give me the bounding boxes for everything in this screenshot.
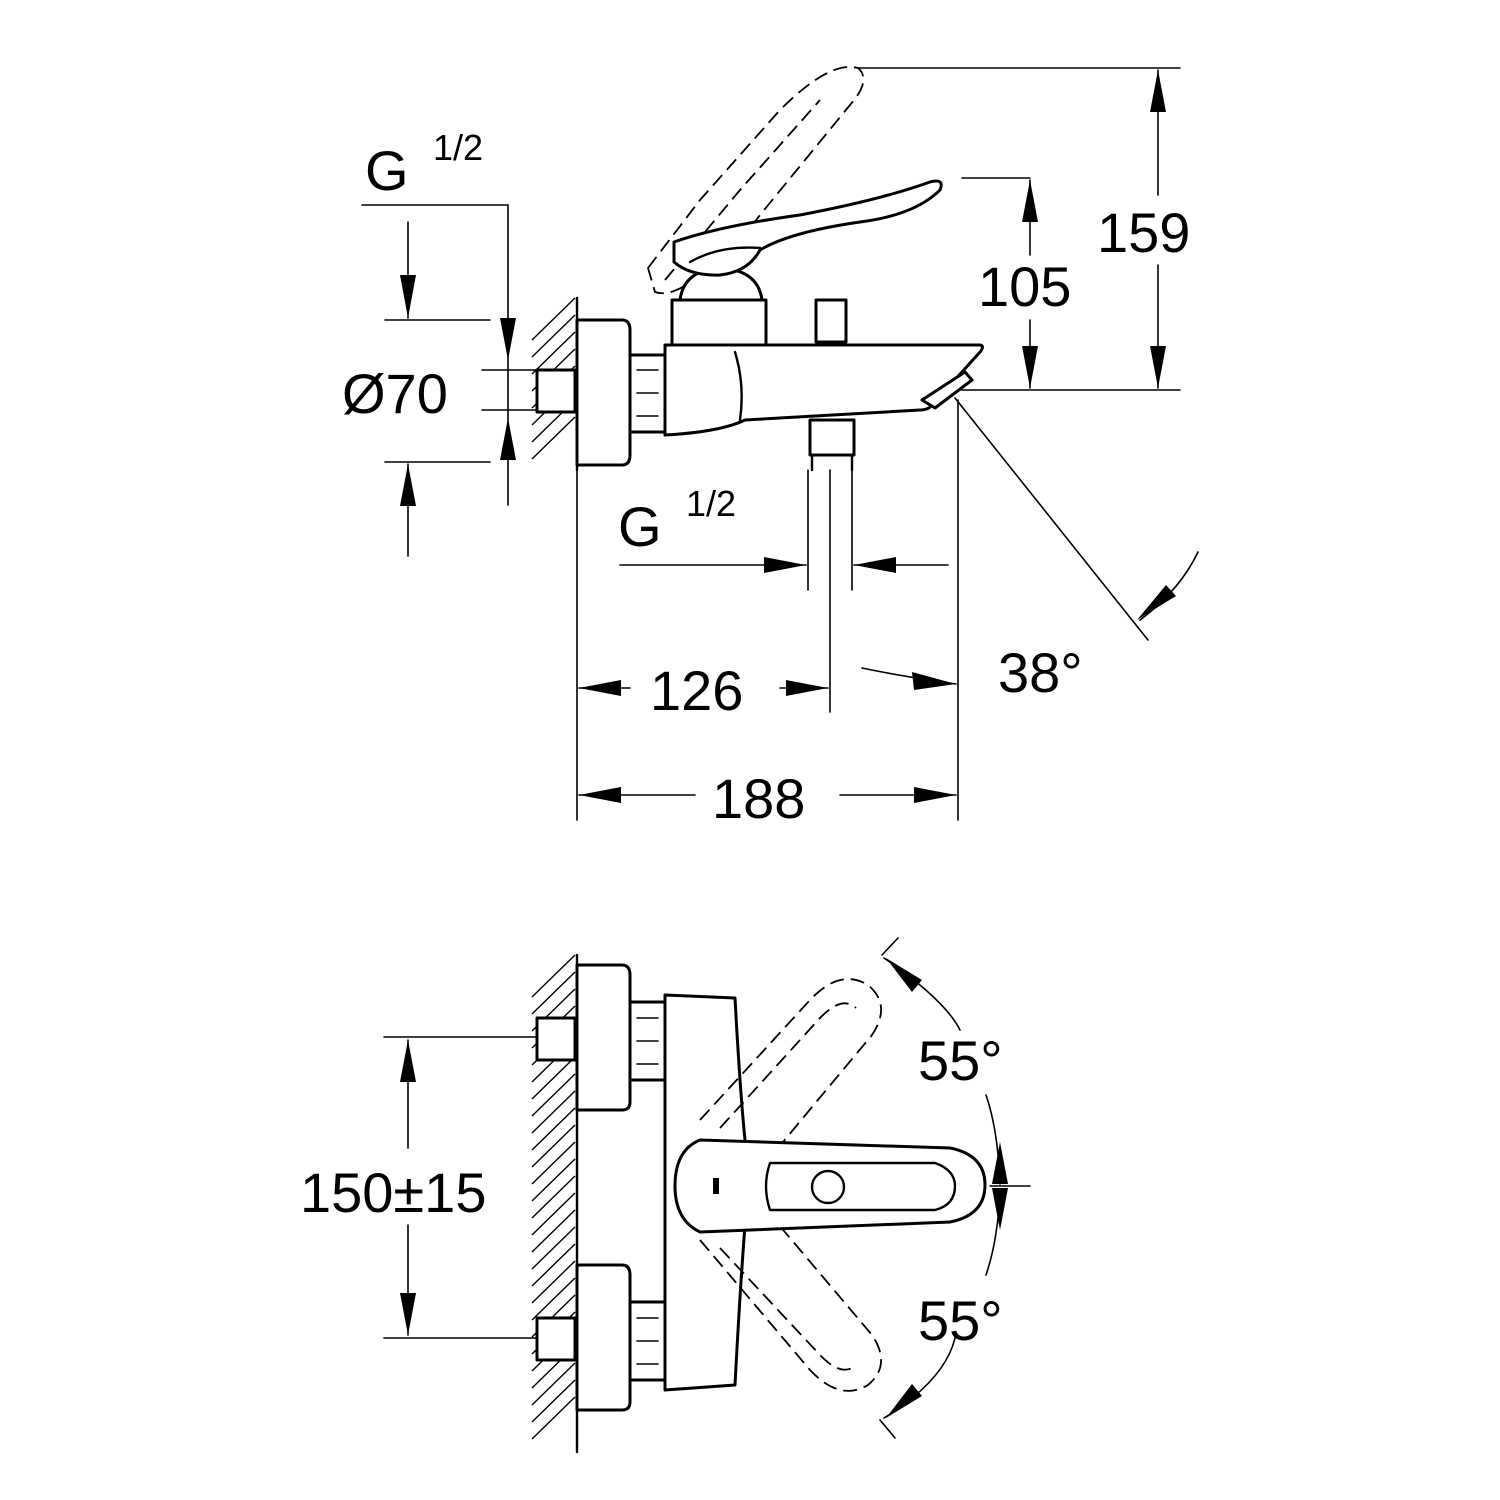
hatch-line [531, 416, 576, 460]
inlet-spacing-label: 150±15 [300, 1161, 486, 1224]
dim-spout-angle: 38° [954, 397, 1199, 704]
dim-total-height: 159 [857, 67, 1190, 391]
thread-bottom-fraction: 1/2 [686, 483, 736, 524]
dim-thread-bottom: G 1/2 [618, 483, 949, 573]
thread-top-main: G [365, 139, 409, 202]
hatch-line [531, 1260, 576, 1304]
side-view: G 1/2 Ø70 105 [342, 66, 1199, 830]
shower-outlet [808, 418, 856, 457]
faucet-side-icon [663, 343, 984, 437]
hatch-line [531, 1192, 576, 1236]
hatch-line [531, 314, 576, 358]
hatch-line [531, 1243, 576, 1287]
inlet-stub [535, 368, 577, 414]
dim-total-depth: 188 [578, 767, 957, 830]
hatch-line [531, 1362, 576, 1406]
hatch-line [531, 954, 576, 998]
escutcheon [575, 318, 632, 467]
rotation-down-label: 55° [918, 1289, 1003, 1352]
dim-rotation: 55° 55° [879, 937, 1031, 1439]
dim-spout-length: 126 [578, 659, 957, 722]
dim-inlet-spacing: 150±15 [300, 1036, 538, 1339]
hatch-line [531, 297, 576, 341]
lever-handle-icon [672, 179, 943, 277]
dim-diameter: Ø70 [342, 221, 538, 557]
diameter-label: Ø70 [342, 362, 448, 425]
upper-inlet [535, 1016, 577, 1062]
hatch-line [531, 1379, 576, 1423]
hatch-line [531, 1277, 576, 1321]
diverter-knob [814, 298, 848, 344]
lever-rotated-down [699, 1211, 882, 1392]
dim-thread-top: G 1/2 [361, 127, 516, 506]
thread-top-fraction: 1/2 [433, 127, 483, 168]
dim-lever-height: 105 [961, 177, 1071, 389]
lever-front [673, 1138, 987, 1234]
cartridge [670, 298, 768, 347]
hatch-line [531, 1396, 576, 1440]
lower-inlet [535, 1316, 577, 1362]
hatch-line [531, 1090, 576, 1134]
thread-bottom-main: G [618, 495, 662, 558]
hatch-line [531, 1226, 576, 1270]
hatch-line [531, 1107, 576, 1151]
hatch-line [531, 331, 576, 375]
hatch-line [531, 1158, 576, 1202]
lever-raised-outline [647, 66, 865, 295]
lever-height-label: 105 [978, 255, 1071, 318]
total-height-label: 159 [1097, 201, 1190, 264]
total-depth-label: 188 [712, 767, 805, 830]
hatch-line [531, 1056, 576, 1100]
spout-angle-label: 38° [998, 641, 1083, 704]
hatch-line [531, 1209, 576, 1253]
hatch-line [531, 1124, 576, 1168]
rotation-up-label: 55° [918, 1029, 1003, 1092]
hatch-line [531, 1073, 576, 1117]
lever-rotated-up [699, 978, 882, 1161]
front-view: 150±15 55° 55° [300, 937, 1031, 1454]
hatch-line [531, 1175, 576, 1219]
hatch-line [531, 1141, 576, 1185]
spout-length-label: 126 [650, 659, 743, 722]
hatch-line [531, 971, 576, 1015]
